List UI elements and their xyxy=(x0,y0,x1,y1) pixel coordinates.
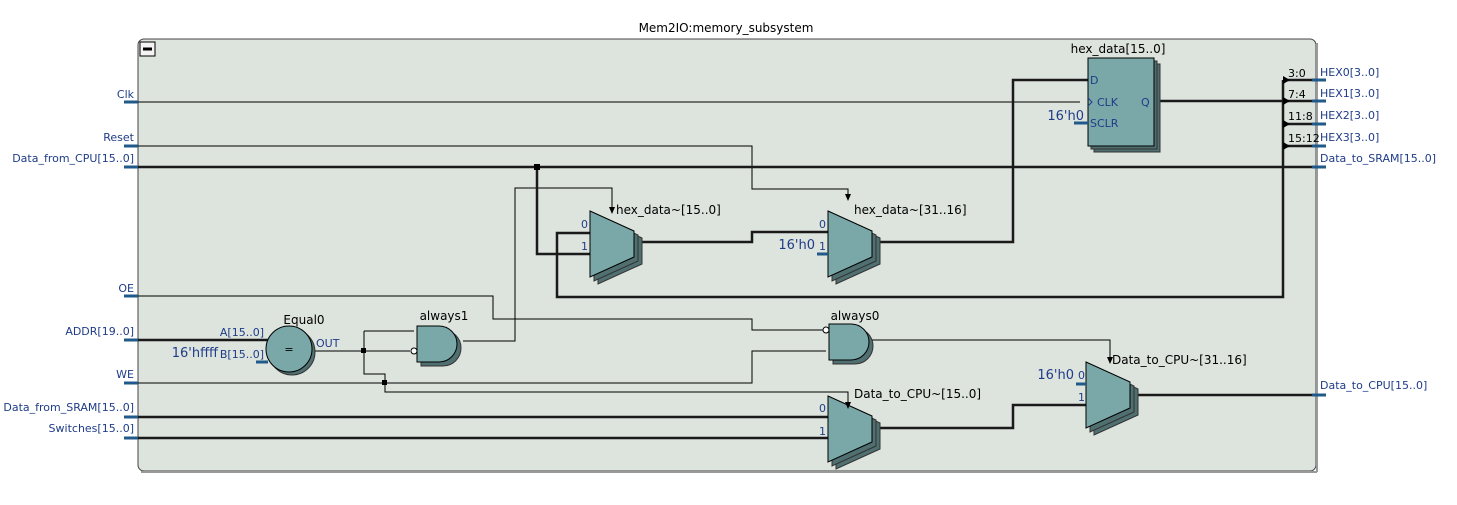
output-port-hex3[interactable]: HEX3[3..0] xyxy=(1312,131,1379,148)
output-port-data-to-cpu[interactable]: Data_to_CPU[15..0] xyxy=(1312,379,1427,397)
bus-slice-hex1: 7:4 xyxy=(1288,88,1306,101)
input-port-data-from-sram[interactable]: Data_from_SRAM[15..0] xyxy=(3,401,138,419)
svg-text:OE: OE xyxy=(118,282,134,295)
svg-text:HEX3[3..0]: HEX3[3..0] xyxy=(1320,131,1379,144)
mux-in0-label: 0 xyxy=(819,402,826,415)
mux-in0-label: 0 xyxy=(581,218,588,231)
svg-text:Data_to_SRAM[15..0]: Data_to_SRAM[15..0] xyxy=(1320,152,1436,165)
input-port-switches[interactable]: Switches[15..0] xyxy=(49,422,138,440)
input-port-we[interactable]: WE xyxy=(116,368,138,385)
mux-in1-label: 1 xyxy=(581,240,588,253)
mux-hex-data-hi[interactable]: hex_data~[31..16] 0 1 16'h0 xyxy=(778,203,967,285)
and-gate-always1[interactable]: always1 xyxy=(410,309,469,367)
svg-text:Data_from_CPU[15..0]: Data_from_CPU[15..0] xyxy=(12,152,134,165)
comparator-equal0[interactable]: Equal0 = A[15..0] B[15..0] OUT xyxy=(220,313,340,376)
pin-clk: CLK xyxy=(1097,96,1119,109)
bus-slice-hex3: 15:12 xyxy=(1288,132,1320,145)
mux-in0-label: 0 xyxy=(1078,369,1085,382)
pin-out: OUT xyxy=(316,337,340,350)
pin-b: B[15..0] xyxy=(220,348,264,361)
mux-in0-label: 0 xyxy=(819,218,826,231)
svg-text:HEX1[3..0]: HEX1[3..0] xyxy=(1320,87,1379,100)
gate-name: always0 xyxy=(831,309,880,323)
mux-constant: 16'h0 xyxy=(778,238,815,253)
output-port-hex1[interactable]: HEX1[3..0] xyxy=(1312,87,1379,103)
mux-name: hex_data~[31..16] xyxy=(854,203,967,217)
input-port-data-from-cpu[interactable]: Data_from_CPU[15..0] xyxy=(12,152,138,169)
sclr-constant: 16'h0 xyxy=(1047,109,1084,124)
svg-text:Reset: Reset xyxy=(103,131,134,144)
and-gate-always0[interactable]: always0 xyxy=(822,309,880,365)
output-port-hex0[interactable]: HEX0[3..0] xyxy=(1312,66,1379,82)
mux-in1-label: 1 xyxy=(819,240,826,253)
bus-slice-hex0: 3:0 xyxy=(1288,67,1306,80)
svg-text:ADDR[19..0]: ADDR[19..0] xyxy=(65,325,134,338)
svg-text:Data_from_SRAM[15..0]: Data_from_SRAM[15..0] xyxy=(3,401,134,414)
input-port-oe[interactable]: OE xyxy=(118,282,138,298)
input-port-reset[interactable]: Reset xyxy=(103,131,138,148)
mux-hex-data-lo[interactable]: hex_data~[15..0] 0 1 xyxy=(581,203,721,285)
mux-name: Data_to_CPU~[15..0] xyxy=(854,387,981,401)
bus-slice-hex2: 11:8 xyxy=(1288,110,1313,123)
comparator-name: Equal0 xyxy=(283,313,324,327)
svg-text:Clk: Clk xyxy=(117,88,135,101)
input-port-addr[interactable]: ADDR[19..0] xyxy=(65,325,138,342)
comparator-constant: 16'hffff xyxy=(172,346,219,361)
comparator-symbol: = xyxy=(284,343,293,356)
mux-name: Data_to_CPU~[31..16] xyxy=(1112,353,1247,367)
module-title: Mem2IO:memory_subsystem xyxy=(639,21,814,35)
svg-text:HEX0[3..0]: HEX0[3..0] xyxy=(1320,66,1379,79)
mux-constant: 16'h0 xyxy=(1037,368,1074,383)
svg-text:WE: WE xyxy=(116,368,134,381)
svg-text:HEX2[3..0]: HEX2[3..0] xyxy=(1320,109,1379,122)
mux-data-to-cpu-lo[interactable]: Data_to_CPU~[15..0] 0 1 xyxy=(819,387,981,470)
mux-name: hex_data~[15..0] xyxy=(616,203,721,217)
pin-d: D xyxy=(1090,74,1098,87)
output-port-hex2[interactable]: HEX2[3..0] xyxy=(1312,109,1379,126)
collapse-button[interactable] xyxy=(139,41,156,57)
pin-q: Q xyxy=(1141,96,1150,109)
register-hex-data[interactable]: hex_data[15..0] D CLK SCLR Q xyxy=(1071,42,1166,153)
pin-sclr: SCLR xyxy=(1090,117,1119,130)
input-port-clk[interactable]: Clk xyxy=(117,88,138,104)
register-name: hex_data[15..0] xyxy=(1071,42,1166,56)
mux-in1-label: 1 xyxy=(1078,391,1085,404)
svg-text:Data_to_CPU[15..0]: Data_to_CPU[15..0] xyxy=(1320,379,1427,392)
gate-name: always1 xyxy=(420,309,469,323)
svg-text:Switches[15..0]: Switches[15..0] xyxy=(49,422,134,435)
pin-a: A[15..0] xyxy=(220,326,264,339)
mux-in1-label: 1 xyxy=(819,425,826,438)
mux-data-to-cpu-hi[interactable]: Data_to_CPU~[31..16] 0 1 16'h0 xyxy=(1037,353,1247,436)
output-port-data-to-sram[interactable]: Data_to_SRAM[15..0] xyxy=(1312,152,1436,169)
